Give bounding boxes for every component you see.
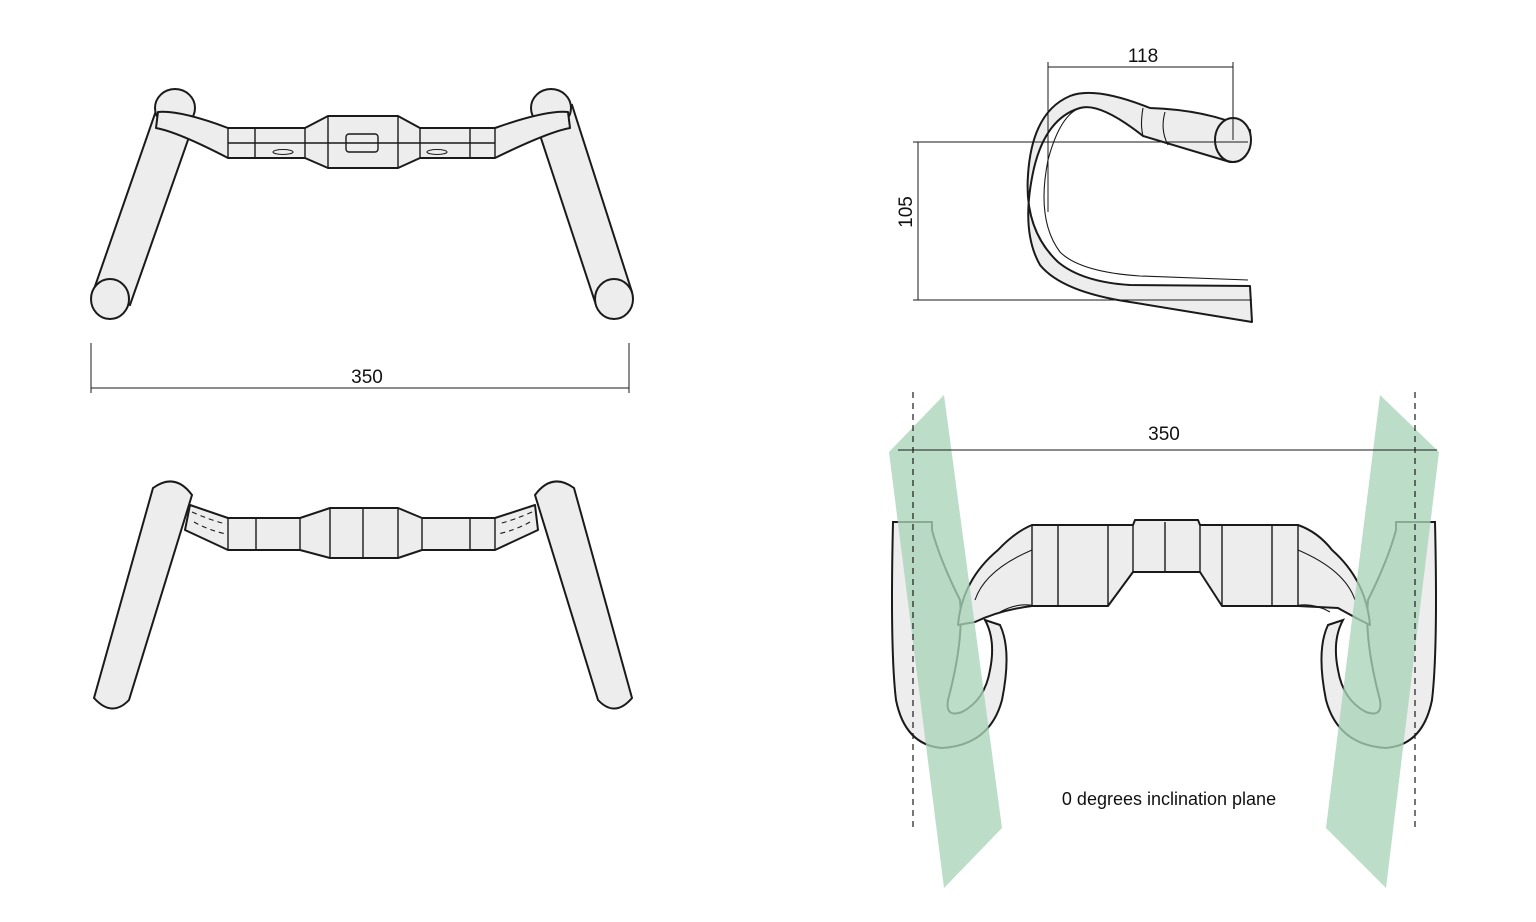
cable-route-left bbox=[191, 511, 227, 535]
center-bar-upper bbox=[155, 110, 571, 169]
center-bar-front-segments bbox=[1031, 522, 1299, 606]
front-view: 350 0 degrees inclination plane bbox=[889, 392, 1439, 888]
left-arm-lower bbox=[92, 480, 194, 710]
right-bar-end-upper bbox=[594, 278, 634, 320]
center-bar-front bbox=[957, 519, 1371, 626]
top-view-upper bbox=[90, 88, 634, 320]
width-label-front: 350 bbox=[1148, 424, 1180, 445]
inclination-plane-right bbox=[1326, 395, 1439, 888]
cable-route-right bbox=[497, 511, 533, 535]
cable-port-left bbox=[272, 148, 294, 156]
left-bar-end-upper bbox=[90, 278, 130, 320]
bottom-view bbox=[92, 480, 634, 710]
stem-clamp-window bbox=[345, 133, 379, 153]
width-dimension-top: 350 bbox=[90, 343, 630, 393]
inclination-note: 0 degrees inclination plane bbox=[1062, 789, 1276, 809]
center-bar-front-inner bbox=[974, 549, 1356, 613]
right-arm-lower bbox=[533, 480, 634, 710]
width-label-top: 350 bbox=[351, 367, 383, 388]
side-view: 118 105 bbox=[896, 46, 1253, 323]
center-bar-segments-lower bbox=[227, 508, 496, 558]
drop-label: 105 bbox=[896, 196, 917, 228]
center-bar-lower bbox=[184, 504, 539, 559]
cable-port-right bbox=[426, 148, 448, 156]
reach-label: 118 bbox=[1128, 46, 1158, 67]
center-bar-segments-upper bbox=[227, 116, 496, 168]
inclination-plane-left bbox=[889, 395, 1002, 888]
